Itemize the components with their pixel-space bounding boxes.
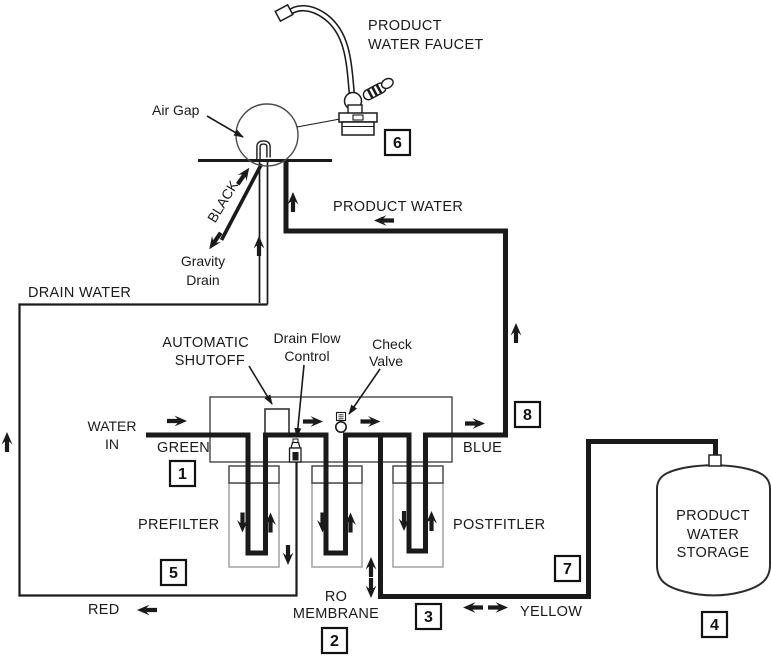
air-gap-fitting [256,140,271,159]
gravity-drain-line [219,163,264,241]
label-prefilter: PREFILTER [138,517,219,533]
check-valve-pointer [348,368,381,415]
flow-arrow-drain-left [1,432,13,452]
label-storage-tank-line2: WATER [687,527,739,543]
flow-arrow-to-blue [465,418,485,429]
flow-arrow-dfc-down [282,545,294,565]
callout-2-number: 2 [330,633,339,650]
drain-water-line [18,303,298,597]
flow-arrow-water-in [167,415,187,427]
label-check-valve-line1: Check [372,336,413,352]
label-yellow-tube: YELLOW [520,604,582,620]
air-gap-leader-line [296,118,341,128]
flow-arrow-yellow-left [463,602,483,613]
label-red-tube: RED [88,602,120,618]
faucet [274,3,394,136]
faucet-handle [362,77,394,101]
callout-1: 1 [168,459,197,488]
automatic-shutoff-box [264,408,290,436]
label-drain-flow-control-line1: Drain Flow [274,330,342,346]
drain-flow-control-valve [288,438,302,463]
faucet-neck [286,5,356,97]
tank-fitting [708,454,722,467]
label-ro-membrane-line1: RO [325,589,347,605]
label-gravity-drain-line1: Gravity [181,253,225,269]
label-product-water: PRODUCT WATER [333,199,463,215]
flow-arrow-red [137,604,157,616]
flow-arrow-yellow-right [488,602,508,613]
label-storage-tank-line3: STORAGE [677,545,750,561]
label-water-in-line2: IN [105,436,119,452]
callout-5: 5 [159,558,188,587]
flow-arrow-gravity-down [204,229,226,253]
label-faucet-line2: WATER FAUCET [368,37,484,53]
flow-arrow-drain-pipe [253,236,265,256]
postfilter-body [392,482,444,568]
callout-7: 7 [553,554,582,583]
main-water-line [146,161,508,556]
label-drain-water: DRAIN WATER [28,285,131,301]
label-ro-membrane-line2: MEMBRANE [293,606,379,622]
postfilter-cap [392,465,444,484]
callout-7-number: 7 [563,561,572,578]
check-valve [334,411,347,433]
callout-8-number: 8 [523,407,532,424]
drain-flow-control-pointer [294,364,305,438]
dfc-cap [290,441,301,449]
callout-3-number: 3 [424,609,433,626]
callout-3: 3 [414,602,443,631]
automatic-shutoff-pointer [248,365,273,405]
label-automatic-shutoff-line1: AUTOMATIC [162,335,249,351]
label-check-valve-line2: Valve [369,353,403,369]
flow-arrow-blue-riser [510,323,522,343]
flow-arrow-storage-down [365,578,377,598]
callout-6: 6 [383,128,412,157]
ro-cap [311,465,363,484]
prefilter-cap [228,465,280,484]
label-postfilter: POSTFITLER [453,517,545,533]
callout-8: 8 [513,400,542,429]
label-green-tube: GREEN [157,440,210,456]
label-blue-tube: BLUE [463,440,502,456]
callout-4-number: 4 [710,617,719,634]
flow-arrow-storage-up [365,557,377,577]
check-valve-ball [334,420,347,433]
callout-4: 4 [700,610,729,639]
storage-tank [656,464,771,597]
callout-6-number: 6 [393,135,402,152]
label-gravity-drain-line2: Drain [186,272,219,288]
faucet-spout-tip [274,3,294,23]
label-air-gap: Air Gap [152,102,200,118]
dfc-port [292,452,299,461]
callout-2: 2 [320,626,349,655]
callout-1-number: 1 [178,466,187,483]
faucet-neck-inner [287,6,354,97]
label-faucet-line1: PRODUCT [368,18,442,34]
air-gap-fitting-inner [257,141,270,159]
flow-arrow-product-water [374,215,394,226]
air-gap-pointer [206,115,244,138]
label-storage-tank-line1: PRODUCT [676,508,750,524]
check-valve-marks [338,414,344,420]
label-water-in-line1: WATER [88,418,137,434]
storage-line [378,434,718,599]
faucet-base [341,121,375,136]
flow-arrow-faucet-riser [287,192,299,212]
callout-5-number: 5 [169,565,178,582]
label-black-tube: BLACK [204,177,242,225]
label-drain-flow-control-line2: Control [284,348,329,364]
postfilter-canister [392,465,444,568]
label-automatic-shutoff-line2: SHUTOFF [175,353,245,369]
faucet-base-slot [352,114,364,121]
